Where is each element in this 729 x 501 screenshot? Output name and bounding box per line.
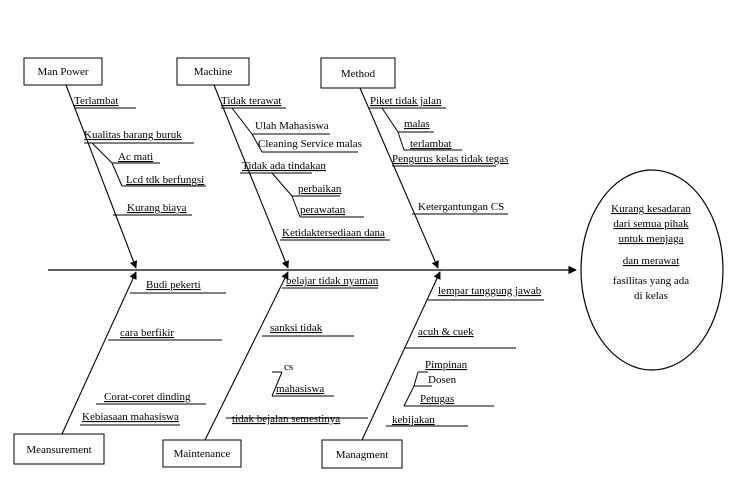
cause-cara-berfikir: cara berfikir xyxy=(120,327,174,339)
bone-method xyxy=(359,87,439,269)
category-label-maintenance: Maintenance xyxy=(174,448,231,460)
cause-cs: cs xyxy=(284,361,293,373)
cause-tidak-ada-tindakan: Tidak ada tindakan xyxy=(242,160,326,172)
cause-perawatan: perawatan xyxy=(300,204,346,216)
cause-lempar-tanggung-jawab: lempar tanggung jawab xyxy=(438,285,542,297)
cause-acuh-cuek: acuh & cuek xyxy=(418,326,474,338)
cause-terlambat: Terlambat xyxy=(74,95,118,107)
category-measurement: Meansurement xyxy=(13,433,105,465)
category-management: Managment xyxy=(321,439,403,469)
causes-machine xyxy=(221,107,390,241)
cause-dosen: Dosen xyxy=(428,374,457,386)
cause-ketergantungan-cs: Ketergantungan CS xyxy=(418,201,504,213)
cause-pengurus-kelas-tidak-tegas: Pengurus kelas tidak tegas xyxy=(392,153,508,165)
bone-management xyxy=(361,271,441,441)
cause-petugas: Petugas xyxy=(420,393,454,405)
causes-man-power xyxy=(74,107,206,216)
cause-malas: malas xyxy=(404,118,430,130)
cause-ulah-mahasiswa: Ulah Mahasiswa xyxy=(255,120,329,132)
causes-method xyxy=(368,107,508,215)
bone-man-power xyxy=(65,84,138,269)
cause-budi-pekerti: Budi pekerti xyxy=(146,279,201,291)
effect-ellipse xyxy=(580,169,724,371)
category-label-method: Method xyxy=(341,68,376,80)
category-maintenance: Maintenance xyxy=(162,439,242,468)
bone-maintenance xyxy=(204,271,289,441)
cause-tidak-terawat: Tidak terawat xyxy=(221,95,281,107)
cause-cleaning-service-malas: Cleaning Service malas xyxy=(258,138,362,150)
category-label-measurement: Meansurement xyxy=(26,444,91,456)
bone-measurement xyxy=(61,271,137,435)
cause-ketidaktersediaan-dana: Ketidaktersediaan dana xyxy=(282,227,385,239)
category-method: Method xyxy=(320,57,396,89)
effect-line-3: untuk menjaga xyxy=(618,233,683,245)
cause-kurang-biaya: Kurang biaya xyxy=(127,202,187,214)
cause-mahasiswa: mahasiswa xyxy=(276,383,324,395)
category-label-machine: Machine xyxy=(194,66,233,78)
cause-sanksi-tidak: sanksi tidak xyxy=(270,322,323,334)
category-label-management: Managment xyxy=(336,449,389,461)
cause-kebijakan: kebijakan xyxy=(392,414,435,426)
cause-piket-tidak-jalan: Piket tidak jalan xyxy=(370,95,442,107)
cause-belajar-tidak-nyaman: belajar tidak nyaman xyxy=(286,275,379,287)
causes-management xyxy=(386,299,544,427)
cause-pimpinan: Pimpinan xyxy=(425,359,468,371)
effect-text: Kurang kesadaran dari semua pihak untuk … xyxy=(611,203,691,302)
cause-kebiasaan-mahasiswa: Kebiasaan mahasiswa xyxy=(82,411,179,423)
effect-line-4: dan merawat xyxy=(623,255,680,267)
effect-line-1: Kurang kesadaran xyxy=(611,203,691,215)
effect-line-2: dari semua pihak xyxy=(613,218,689,230)
category-label-man-power: Man Power xyxy=(37,66,88,78)
cause-method-terlambat: terlambat xyxy=(410,138,452,150)
causes-measurement xyxy=(80,292,226,426)
category-man-power: Man Power xyxy=(23,57,103,86)
effect-line-6: di kelas xyxy=(634,290,668,302)
cause-ac-mati: Ac mati xyxy=(118,151,153,163)
cause-kualitas-barang-buruk: Kualitas barang buruk xyxy=(84,129,182,141)
cause-lcd-tdk-berfungsi: Lcd tdk berfungsi xyxy=(126,174,204,186)
cause-perbaikan: perbaikan xyxy=(298,183,342,195)
cause-tidak-bejalan-semestinya: tidak bejalan semestinya xyxy=(232,413,340,425)
cause-corat-coret-dinding: Corat-coret dinding xyxy=(104,391,191,403)
category-machine: Machine xyxy=(176,57,250,86)
bone-machine xyxy=(213,84,289,269)
effect-line-5: fasilitas yang ada xyxy=(613,275,689,287)
causes-maintenance xyxy=(226,287,378,419)
